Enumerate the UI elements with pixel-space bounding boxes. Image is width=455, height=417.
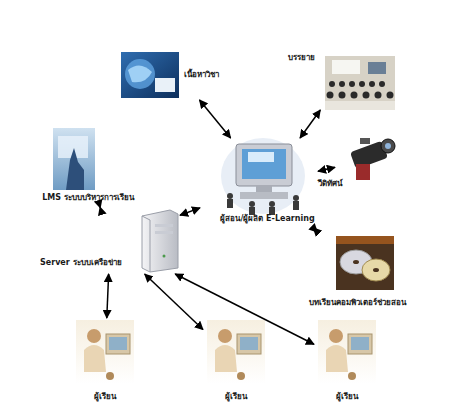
diagram-node: Server ระบบเครือข่าย	[40, 208, 180, 274]
diagram-node: บทเรียนคอมพิวเตอร์ช่วยสอน	[298, 232, 416, 310]
node-label: ผู้เรียน	[72, 392, 138, 402]
cai-disc-icon	[336, 236, 394, 290]
double-arrow	[175, 274, 314, 344]
teacher-computer-icon	[221, 138, 305, 215]
double-arrow	[300, 110, 320, 138]
node-label: ผู้เรียน	[203, 392, 269, 402]
diagram-node: LMS ระบบบริหารการเรียน	[28, 125, 148, 207]
lms-icon	[53, 128, 95, 190]
diagram-node: ผู้สอน/ผู้ผลิต E-Learning	[200, 138, 335, 228]
node-label: เนื้อหาวิชา	[184, 70, 240, 80]
diagram-node: เนื้อหาวิชา	[118, 50, 240, 100]
double-arrow	[313, 228, 317, 232]
diagram-node: ผู้เรียน	[72, 318, 138, 404]
node-label: บทเรียนคอมพิวเตอร์ช่วยสอน	[298, 298, 416, 308]
double-arrow	[107, 274, 109, 318]
video-camera-icon	[350, 138, 395, 180]
content-icon	[121, 52, 179, 98]
diagram-node: วีดิทัศน์	[318, 133, 398, 191]
diagram-node: ผู้เรียน	[314, 318, 380, 404]
lecture-photo	[325, 56, 395, 110]
double-arrow	[99, 207, 101, 208]
learner-icon	[318, 320, 376, 384]
learner-icon	[76, 320, 134, 384]
diagram-node: บรรยาย	[288, 50, 396, 110]
double-arrow	[318, 167, 335, 171]
node-label: วีดิทัศน์	[318, 179, 358, 189]
double-arrow	[199, 100, 230, 138]
double-arrow	[145, 274, 203, 330]
diagram-node: ผู้เรียน	[203, 318, 269, 404]
server-tower-icon	[142, 210, 178, 272]
node-label: LMS ระบบบริหารการเรียน	[28, 193, 148, 203]
node-label: ผู้สอน/ผู้ผลิต E-Learning	[200, 214, 335, 224]
node-label: บรรยาย	[288, 53, 328, 63]
node-label: ผู้เรียน	[314, 392, 380, 402]
double-arrow	[180, 208, 200, 215]
node-label: Server ระบบเครือข่าย	[40, 258, 140, 268]
learner-icon	[207, 320, 265, 384]
